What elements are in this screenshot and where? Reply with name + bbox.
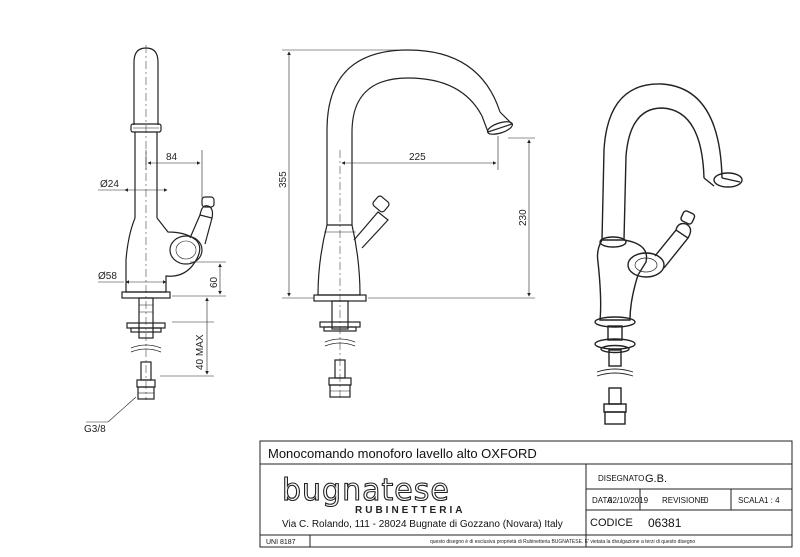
data-label: DATA: [592, 496, 613, 505]
scala-value: 1 : 4: [764, 496, 780, 505]
scala-label: SCALA: [738, 496, 765, 505]
data-value: 02/10/2019: [608, 496, 649, 505]
isometric-view: [594, 83, 743, 425]
dim-diameter-58: Ø58: [98, 271, 117, 282]
codice-value: 06381: [648, 516, 682, 530]
brand-logo-subtitle: RUBINETTERIA: [355, 505, 465, 516]
disegnato-label: DISEGNATO: [598, 474, 644, 483]
dim-40-max: 40 MAX: [195, 334, 206, 370]
side-view: [121, 45, 215, 400]
title-block: [259, 440, 793, 548]
drawing-title: Monocomando monoforo lavello alto OXFORD: [268, 446, 537, 461]
side-view-dimensions: [86, 150, 226, 423]
dim-diameter-24: Ø24: [100, 179, 119, 190]
codice-label: CODICE: [590, 517, 633, 529]
disegnato-value: G.B.: [645, 473, 667, 485]
dim-thread-g38: G3/8: [84, 424, 106, 435]
dim-355: 355: [278, 171, 289, 188]
ownership-disclaimer: questo disegno è di esclusiva proprietà …: [430, 539, 695, 545]
revisione-value: 0: [704, 496, 709, 505]
brand-logo: bugnatese: [282, 473, 450, 508]
front-view: [313, 49, 514, 400]
company-address: Via C. Rolando, 111 - 28024 Bugnate di G…: [282, 519, 563, 530]
dim-60: 60: [209, 276, 220, 288]
uni-standard: UNI 8187: [266, 539, 296, 546]
dim-84: 84: [166, 152, 178, 163]
dim-230: 230: [518, 209, 529, 226]
revisione-label: REVISIONE: [662, 496, 706, 505]
front-view-dimensions: [282, 49, 535, 299]
dim-225: 225: [409, 152, 426, 163]
